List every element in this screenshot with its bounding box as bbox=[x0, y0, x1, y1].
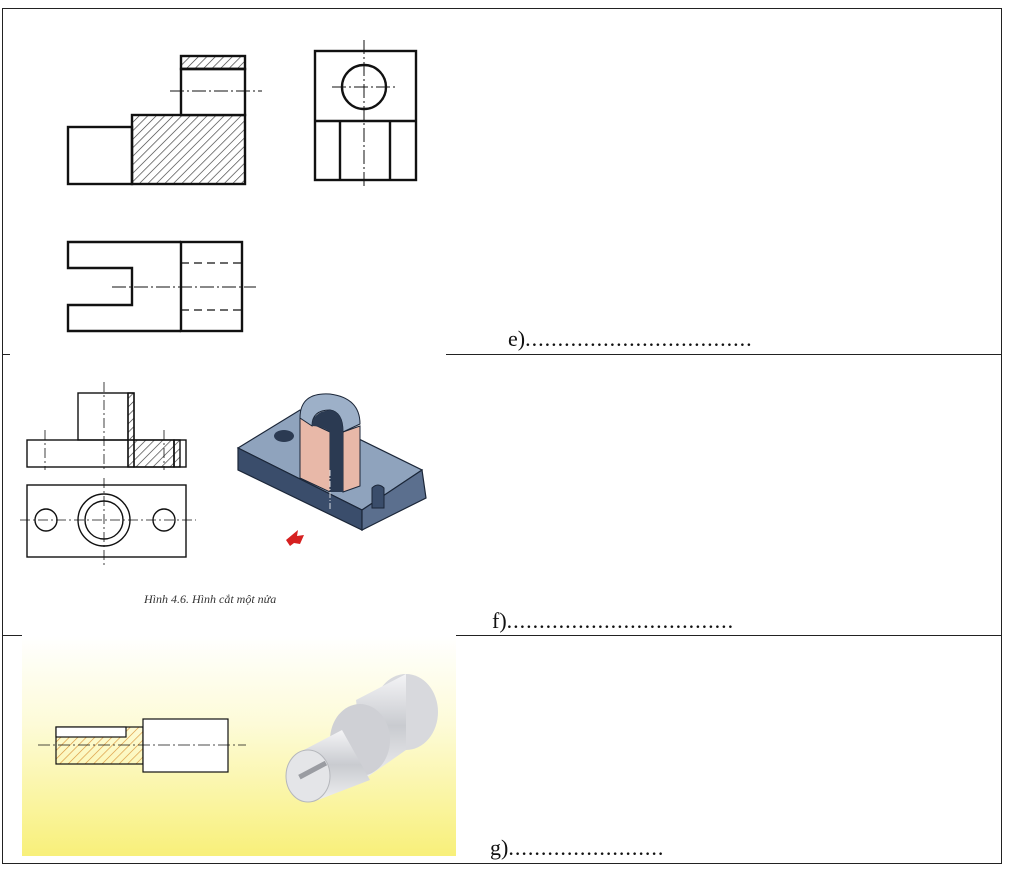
answer-line-f: f)................................... bbox=[492, 608, 734, 634]
answer-line-g: g)........................ bbox=[490, 835, 664, 861]
worksheet-table bbox=[2, 8, 1002, 864]
row-divider-left-1 bbox=[2, 354, 10, 355]
half-section-front-view bbox=[26, 392, 187, 468]
answer-dots-e: ................................... bbox=[525, 326, 753, 351]
isometric-cutaway-model bbox=[236, 393, 427, 531]
shaft-section-drawing bbox=[55, 718, 229, 773]
answer-dots-f: ................................... bbox=[506, 608, 735, 633]
row-divider-right-2 bbox=[456, 635, 1002, 636]
row-divider-right-1 bbox=[446, 354, 1002, 355]
answer-label-g: g) bbox=[490, 835, 509, 860]
answer-dots-g: ........................ bbox=[508, 835, 665, 860]
front-section-view bbox=[66, 54, 247, 186]
answer-label-f: f) bbox=[492, 608, 507, 633]
answer-label-e: e) bbox=[508, 326, 526, 351]
answer-line-e: e)................................... bbox=[508, 326, 753, 352]
row-divider-left-2 bbox=[2, 635, 22, 636]
shaft-3d-model bbox=[285, 674, 438, 803]
view-direction-arrow bbox=[286, 530, 304, 546]
figure-caption: Hình 4.6. Hình cắt một nửa bbox=[144, 592, 277, 606]
